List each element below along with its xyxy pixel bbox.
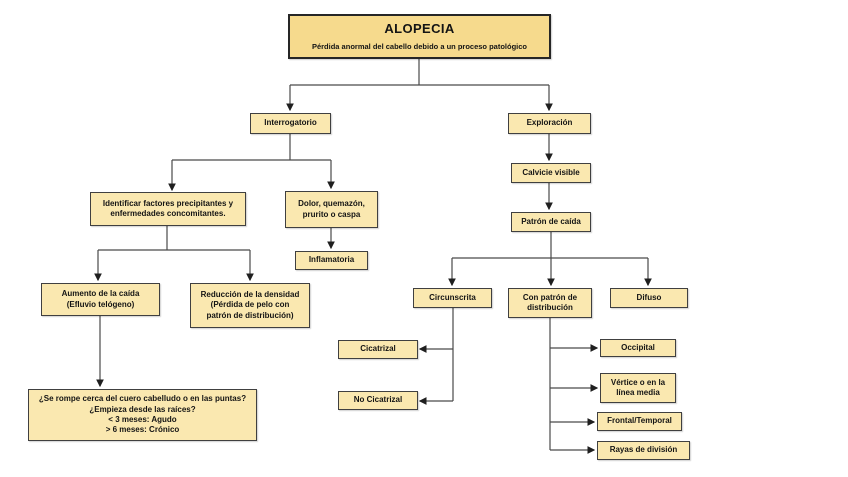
node-interrogatorio: Interrogatorio (250, 113, 331, 134)
node-patron-de-caida: Patrón de caída (511, 212, 591, 232)
node-calvicie-visible: Calvicie visible (511, 163, 591, 183)
node-preguntas-caida: ¿Se rompe cerca del cuero cabelludo o en… (28, 389, 257, 441)
node-vertice-linea-media: Vértice o en la línea media (600, 373, 676, 403)
node-exploracion: Exploración (508, 113, 591, 134)
node-difuso: Difuso (610, 288, 688, 308)
node-inflamatoria: Inflamatoria (295, 251, 368, 270)
node-alopecia-root: ALOPECIA Pérdida anormal del cabello deb… (288, 14, 551, 59)
node-aumento-caida: Aumento de la caída (Efluvio telógeno) (41, 283, 160, 316)
node-dolor-quemazon: Dolor, quemazón, prurito o caspa (285, 191, 378, 228)
node-con-patron-distribucion: Con patrón de distribución (508, 288, 592, 318)
node-circunscrita: Circunscrita (413, 288, 492, 308)
node-occipital: Occipital (600, 339, 676, 357)
diagram-subtitle: Pérdida anormal del cabello debido a un … (311, 42, 528, 52)
node-cicatrizal: Cicatrizal (338, 340, 418, 359)
node-frontal-temporal: Frontal/Temporal (597, 412, 682, 431)
diagram-title: ALOPECIA (384, 21, 455, 37)
node-rayas-division: Rayas de división (597, 441, 690, 460)
node-identificar-factores: Identificar factores precipitantes y enf… (90, 192, 246, 226)
node-reduccion-densidad: Reducción de la densidad (Pérdida de pel… (190, 283, 310, 328)
node-no-cicatrizal: No Cicatrizal (338, 391, 418, 410)
